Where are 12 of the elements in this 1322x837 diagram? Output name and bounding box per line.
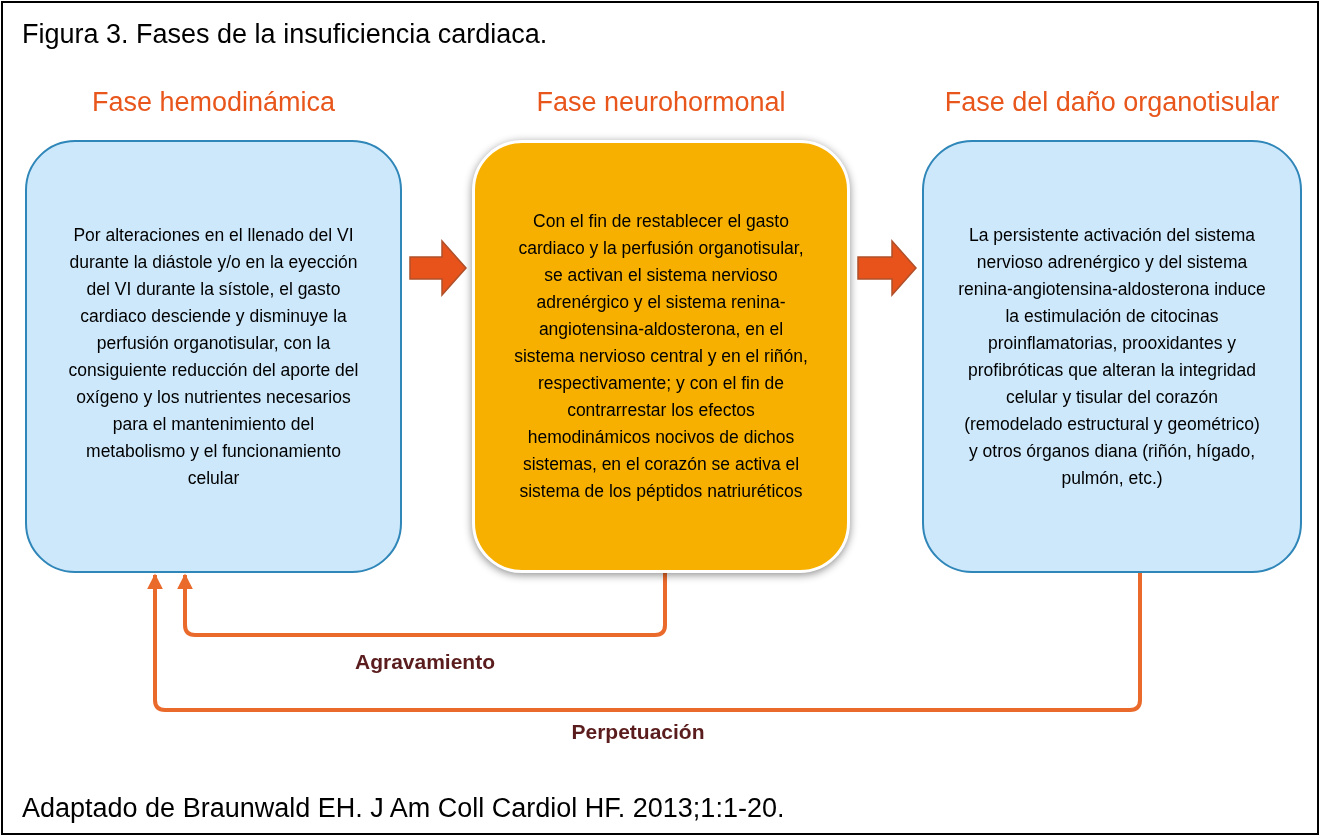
feedback-arrow [147, 573, 1142, 712]
phase-description: Por alteraciones en el llenado del VI durante la diástole y/o en la eyección del VI durante la sístole, el gasto cardiaco desciende y disminuye la perfusión organotisular, con la consiguiente reducción del aporte del oxígeno y los nutrientes necesarios para el mantenimiento del metabolismo y el funcionamiento celular [67, 223, 360, 490]
phase-heading: Fase del daño organotisular [944, 86, 1280, 119]
phase-description: La persistente activación del sistema nervioso adrenérgico y del sistema renina-angiotensina-aldosterona induce la estimulación de citocinas proinflamatorias, prooxidantes y profibróticas que alteran la integridad celular y tisular del corazón (remodelado estructural y geométrico) y otros órganos diana (riñón, hígado, pulmón, etc.) [958, 223, 1266, 490]
phase-heading: Fase neurohormonal [536, 86, 786, 119]
figure-title: Figura 3. Fases de la insuficiencia cardiaca. [22, 18, 548, 51]
phase-description: Con el fin de restablecer el gasto cardiaco y la perfusión organotisular, se activan el sistema nervioso adrenérgico y el sistema renina-angiotensina-aldosterona, en el sistema nervioso central y en el riñón, respectivamente; y con el fin de contrarrestar los efectos hemodinámicos nocivos de dichos sistemas, en el corazón se activa el sistema de los péptidos natriuréticos [513, 210, 809, 503]
phase-heading: Fase hemodinámica [91, 86, 336, 119]
feedback-arrow [177, 573, 667, 637]
block-arrow [409, 239, 467, 297]
figure-caption: Adaptado de Braunwald EH. J Am Coll Cardiol HF. 2013;1:1-20. [22, 792, 785, 825]
block-arrow [857, 239, 917, 297]
